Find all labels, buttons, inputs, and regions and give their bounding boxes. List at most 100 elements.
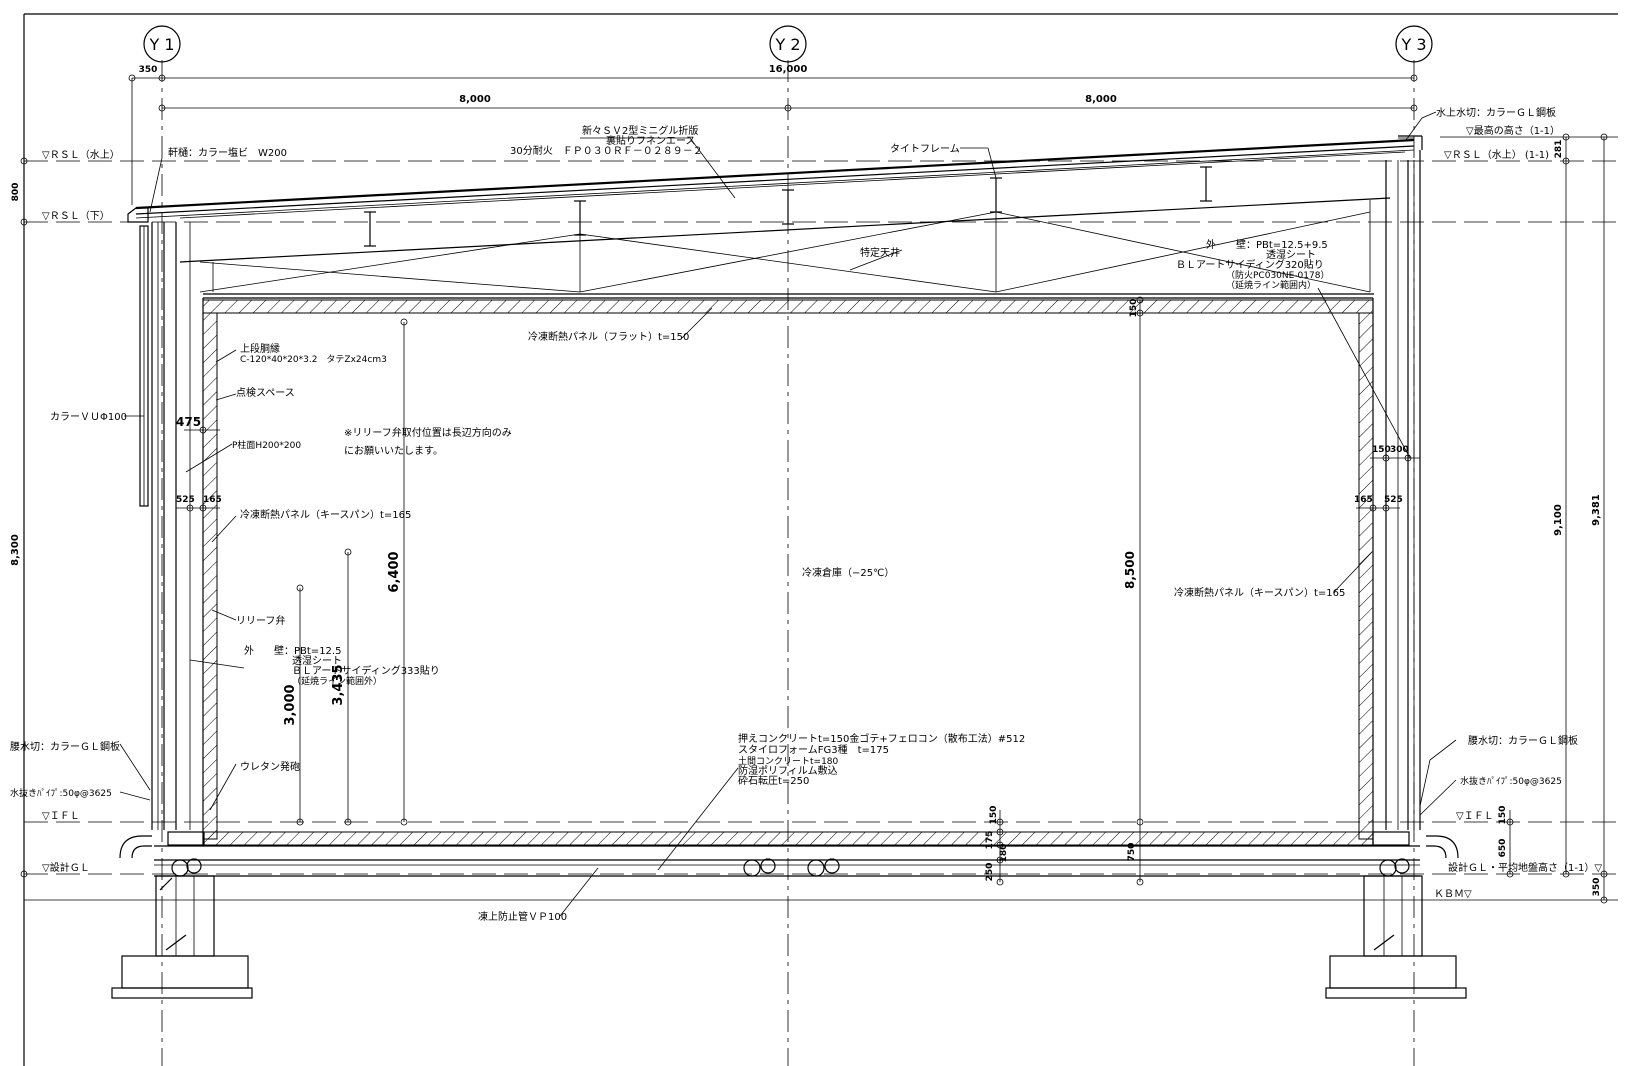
floor-spec-4: 防湿ポリフィルム敷込: [738, 764, 838, 777]
ext-wall-right-2: 透湿シート: [1266, 249, 1316, 261]
roof-spec-2: 裏貼りフネンエース: [606, 134, 696, 147]
svg-text:ＫＢＭ▽: ＫＢＭ▽: [1434, 889, 1472, 900]
gutter-label: 軒樋：カラー塩ビ W200: [168, 146, 287, 159]
leader-lines: [119, 111, 1457, 917]
ceiling-structure: [179, 197, 1391, 295]
svg-text:800: 800: [11, 183, 21, 202]
ridge-flashing-label: 水上水切：カラーＧＬ鋼板: [1436, 106, 1556, 119]
top-dimensions: 350 16,000 8,000 8,000: [128, 64, 1418, 205]
svg-text:150: 150: [1498, 806, 1508, 825]
svg-text:Y 1: Y 1: [148, 35, 174, 54]
svg-text:▽ＲＳＬ（水上） (1-1): ▽ＲＳＬ（水上） (1-1): [1444, 149, 1549, 161]
svg-text:8,000: 8,000: [459, 94, 491, 105]
level-labels: ▽ＲＳＬ（水上） ▽ＲＳＬ（下） ▽ＩＦＬ ▽設計ＧＬ ▽最高の高さ（1-1） …: [42, 124, 1602, 900]
svg-text:8,300: 8,300: [10, 534, 21, 566]
svg-text:250: 250: [985, 863, 995, 882]
drain-right-label: 水抜きﾊﾟｲﾌﾟ:50φ@3625: [1460, 775, 1562, 787]
svg-text:▽ＩＦＬ: ▽ＩＦＬ: [42, 811, 80, 822]
roof-spec-1: 新々ＳＶ2型ミニグル折版: [582, 124, 698, 137]
frost-pipe-label: 凍上防止管ＶＰ100: [478, 910, 567, 923]
svg-text:180: 180: [999, 844, 1009, 863]
svg-text:475: 475: [176, 415, 201, 429]
ext-wall-right-3: ＢＬアートサイディング320貼り: [1176, 258, 1324, 271]
urethane-blobs: [171, 858, 1410, 877]
floor-slab: [154, 831, 1420, 877]
roof: [127, 135, 1423, 247]
ext-wall-right-5: （延焼ライン範囲内）: [1226, 279, 1316, 291]
floor-spec-1: 押えコンクリートt=150金ゴテ+フェロコン（散布工法）#512: [738, 732, 1025, 745]
foundation-right: [1325, 835, 1467, 999]
svg-text:525: 525: [1384, 495, 1403, 505]
column-label: P柱面H200*200: [232, 439, 301, 451]
svg-text:281: 281: [1554, 140, 1564, 159]
svg-text:Y 3: Y 3: [1400, 35, 1426, 54]
svg-text:16,000: 16,000: [769, 64, 808, 75]
ext-wall-left-3: ＢＬアートサイディング333貼り: [292, 664, 440, 677]
interior-dimensions: [176, 296, 1420, 886]
svg-text:▽設計ＧＬ: ▽設計ＧＬ: [42, 861, 90, 874]
svg-text:▽ＲＳＬ（水上）: ▽ＲＳＬ（水上）: [42, 149, 120, 161]
ceiling-label: 特定天井: [860, 246, 900, 259]
floor-spec-5: 砕石転圧t=250: [738, 775, 809, 787]
room-label: 冷凍倉庫（−25℃）: [802, 566, 894, 579]
floor-spec-2: スタイロフォームFG3種 t=175: [738, 743, 889, 756]
svg-text:150: 150: [1372, 445, 1391, 455]
note-2: にお願いいたします。: [344, 445, 443, 457]
panel-keyspan-left: 冷凍断熱パネル（キースパン）t=165: [240, 508, 411, 521]
upper-edge-2: C-120*40*20*3.2 タテZx24cm3: [240, 354, 387, 365]
floor-spec-3: 土間コンクリートt=180: [738, 755, 839, 767]
grid-bubble-y2: Y 2: [769, 25, 807, 63]
svg-text:3,435: 3,435: [331, 664, 346, 705]
svg-text:350: 350: [139, 65, 158, 75]
annotations: 新々ＳＶ2型ミニグル折版 裏貼りフネンエース 30分耐火 ＦＰ０３０ＲＦ－０２８…: [10, 106, 1578, 923]
tight-frame-label: タイトフレーム: [890, 143, 960, 155]
right-vertical-dimensions: 281 9,100 9,381 150 650 350: [1498, 133, 1608, 904]
svg-text:3,000: 3,000: [283, 684, 298, 725]
ext-wall-left-1: 外 壁：PBt=12.5: [244, 644, 341, 657]
panel-keyspan-right: 冷凍断熱パネル（キースパン）t=165: [1174, 586, 1345, 599]
svg-text:175: 175: [985, 831, 995, 850]
level-lines: [24, 136, 1618, 901]
svg-text:8,000: 8,000: [1085, 94, 1117, 105]
svg-text:▽最高の高さ（1-1）: ▽最高の高さ（1-1）: [1466, 124, 1560, 137]
drain-pipe: [139, 225, 149, 507]
ext-wall-right-1: 外 壁：PBt=12.5+9.5: [1206, 238, 1328, 251]
left-vertical-dimensions: 800 8,300: [10, 157, 28, 878]
waist-left-label: 腰水切：カラーＧＬ鋼板: [10, 740, 120, 753]
svg-text:525: 525: [176, 495, 195, 505]
svg-text:9,100: 9,100: [1553, 504, 1564, 536]
svg-text:8,500: 8,500: [1123, 551, 1137, 589]
waist-right-label: 腰水切：カラーＧＬ鋼板: [1468, 734, 1578, 747]
svg-text:165: 165: [203, 495, 222, 505]
svg-text:設計ＧＬ・平均地盤高さ（1-1）▽: 設計ＧＬ・平均地盤高さ（1-1）▽: [1448, 861, 1602, 874]
svg-text:9,381: 9,381: [1591, 494, 1602, 526]
svg-text:▽ＲＳＬ（下）: ▽ＲＳＬ（下）: [42, 210, 110, 222]
drain-left-label: 水抜きﾊﾟｲﾌﾟ:50φ@3625: [10, 787, 112, 799]
svg-text:165: 165: [1354, 495, 1373, 505]
grid-bubble-y1: Y 1: [143, 25, 181, 63]
svg-text:150: 150: [989, 806, 999, 825]
inspection-label: 点検スペース: [236, 386, 295, 399]
insulated-panels: [202, 297, 1374, 845]
svg-text:750: 750: [1127, 843, 1137, 862]
svg-text:150: 150: [1129, 299, 1139, 318]
grid-bubble-y3: Y 3: [1395, 25, 1433, 63]
interior-dimension-texts: 475 525 165 6,400 3,000 3,435 150 8,500 …: [176, 299, 1409, 882]
relief-valve-label: リリーフ弁: [236, 614, 285, 627]
svg-text:6,400: 6,400: [387, 551, 402, 592]
roof-purlins: [364, 166, 1212, 247]
svg-text:Y 2: Y 2: [774, 35, 800, 54]
svg-text:▽ＩＦＬ: ▽ＩＦＬ: [1456, 811, 1494, 822]
svg-text:350: 350: [1592, 878, 1602, 897]
columns: [151, 150, 1421, 830]
svg-text:650: 650: [1498, 839, 1508, 858]
note-1: ※リリーフ弁取付位置は長辺方向のみ: [344, 426, 512, 439]
ext-wall-left-4: （延焼ライン範囲外）: [292, 675, 382, 687]
ext-wall-left-2: 透湿シート: [292, 655, 342, 667]
roof-spec-3: 30分耐火 ＦＰ０３０ＲＦ－０２８９－２: [510, 144, 703, 157]
ext-wall-right-4: （防火PC030NE-0178）: [1226, 269, 1329, 281]
panel-flat-label: 冷凍断熱パネル（フラット）t=150: [528, 330, 689, 343]
drain-pipe-label: カラーＶＵΦ100: [50, 411, 127, 423]
foundation-left: [111, 835, 253, 999]
